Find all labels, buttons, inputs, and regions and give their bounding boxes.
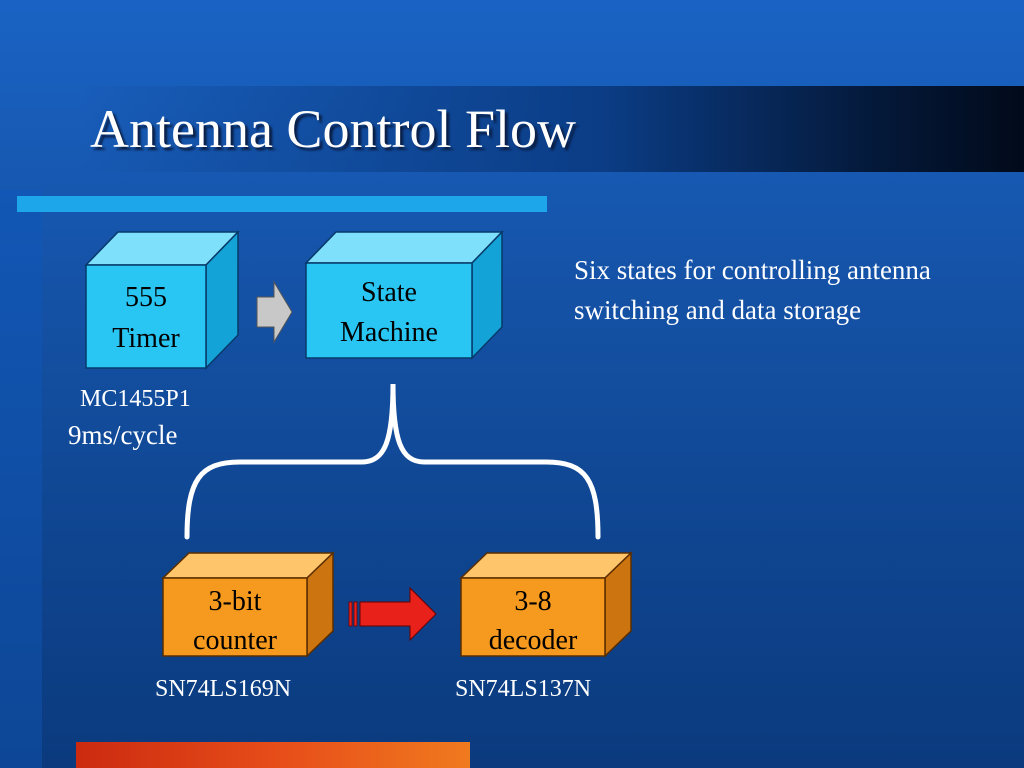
state-machine-block: State Machine [304,230,504,360]
counter-part-number: SN74LS169N [155,676,292,702]
counter-label-line2: counter [193,625,278,656]
state-machine-label-line2: Machine [340,317,438,348]
slide-title: Antenna Control Flow [90,99,576,159]
timer-block: 555 Timer [84,230,240,370]
counter-block: 3-bit counter [161,551,335,658]
decoder-label-line2: decoder [489,625,578,656]
decoder-label-line1: 3-8 [514,586,551,617]
decoder-part-number: SN74LS137N [455,676,592,702]
curly-brace [184,383,601,540]
timer-label-line2: Timer [112,323,180,354]
red-arrow-icon [348,586,437,642]
timer-label-line1: 555 [125,282,167,313]
counter-label-line1: 3-bit [209,586,262,617]
states-note: Six states for controlling antenna switc… [574,255,931,325]
title-band [80,86,1024,172]
title-underline-bar [17,196,547,212]
state-machine-label-line1: State [361,277,417,308]
timer-cycle-spec: 9ms/cycle [68,420,178,450]
bottom-accent-bar [76,742,470,768]
decoder-block: 3-8 decoder [459,551,633,658]
left-accent-strip [0,190,42,768]
timer-part-number: MC1455P1 [80,386,191,412]
gray-arrow-icon [256,280,293,344]
